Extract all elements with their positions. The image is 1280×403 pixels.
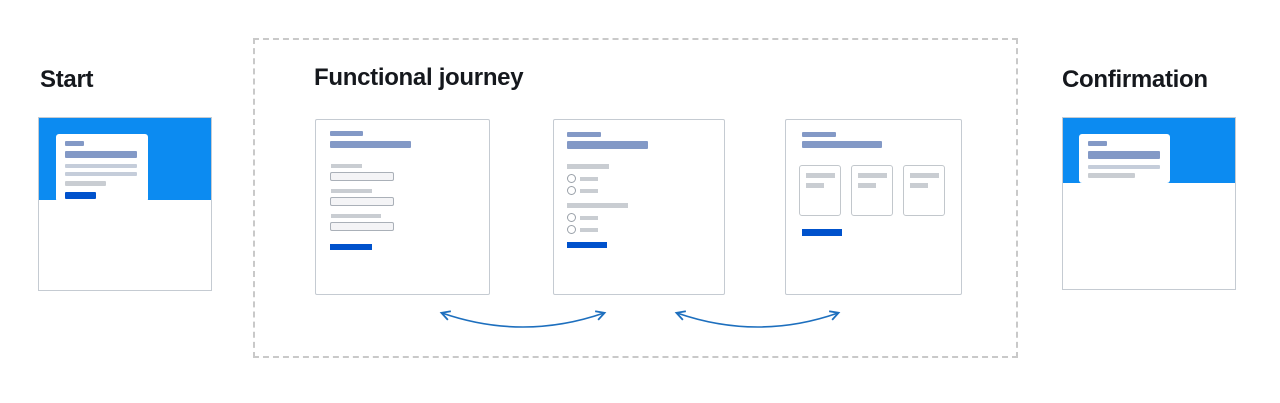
tile-title-bar <box>806 173 835 178</box>
heading-placeholder-bar <box>65 151 137 158</box>
tile-row <box>799 165 961 216</box>
text-placeholder-bar <box>1088 173 1135 178</box>
option-label-bar <box>580 188 598 193</box>
wireframe-screen-radio-groups <box>553 119 725 295</box>
option-label-bar <box>580 227 598 232</box>
input-placeholder <box>330 197 394 206</box>
selection-tile <box>903 165 945 216</box>
selection-tile <box>851 165 893 216</box>
input-placeholder <box>330 172 394 181</box>
journey-stage-title: Functional journey <box>314 64 524 91</box>
radio-button-icon <box>567 225 576 234</box>
field-label-bar <box>331 214 381 218</box>
wireframe-screen-form-inputs <box>315 119 490 295</box>
tile-subtitle-bar <box>910 183 928 188</box>
radio-button-icon <box>567 213 576 222</box>
radio-option-row <box>567 186 724 195</box>
input-placeholder <box>330 222 394 231</box>
heading-placeholder-bar <box>802 141 882 148</box>
heading-placeholder-bar <box>567 141 648 149</box>
text-placeholder-bar <box>1088 165 1160 169</box>
functional-journey-container: Functional journey <box>253 38 1018 358</box>
tile-subtitle-bar <box>858 183 876 188</box>
confirmation-stage-title: Confirmation <box>1062 66 1208 93</box>
radio-option-row <box>567 213 724 222</box>
text-placeholder-bar <box>65 164 137 168</box>
tag-placeholder-bar <box>65 141 84 146</box>
option-label-bar <box>580 176 598 181</box>
start-stage-title: Start <box>40 66 94 93</box>
tag-placeholder-bar <box>1088 141 1107 146</box>
tag-placeholder-bar <box>802 132 836 137</box>
radio-option-row <box>567 225 724 234</box>
button-placeholder-bar <box>330 244 372 250</box>
radio-option-row <box>567 174 724 183</box>
tile-subtitle-bar <box>806 183 824 188</box>
tile-title-bar <box>910 173 939 178</box>
start-screen-thumbnail <box>38 117 212 291</box>
button-placeholder-bar <box>802 229 842 236</box>
wireframe-screen-card-selection <box>785 119 962 295</box>
text-placeholder-bar <box>65 172 137 176</box>
radio-button-icon <box>567 174 576 183</box>
group-label-bar <box>567 203 628 208</box>
content-panel <box>56 134 148 202</box>
radio-button-icon <box>567 186 576 195</box>
confirmation-screen-thumbnail <box>1062 117 1236 290</box>
button-placeholder-bar <box>567 242 607 248</box>
field-label-bar <box>331 164 362 168</box>
heading-placeholder-bar <box>1088 151 1160 159</box>
tag-placeholder-bar <box>567 132 601 137</box>
group-label-bar <box>567 164 609 169</box>
selection-tile <box>799 165 841 216</box>
content-panel <box>1079 134 1170 183</box>
field-label-bar <box>331 189 372 193</box>
tile-title-bar <box>858 173 887 178</box>
button-placeholder-bar <box>65 192 96 199</box>
option-label-bar <box>580 215 598 220</box>
heading-placeholder-bar <box>330 141 411 148</box>
tag-placeholder-bar <box>330 131 363 136</box>
text-placeholder-bar <box>65 181 106 186</box>
